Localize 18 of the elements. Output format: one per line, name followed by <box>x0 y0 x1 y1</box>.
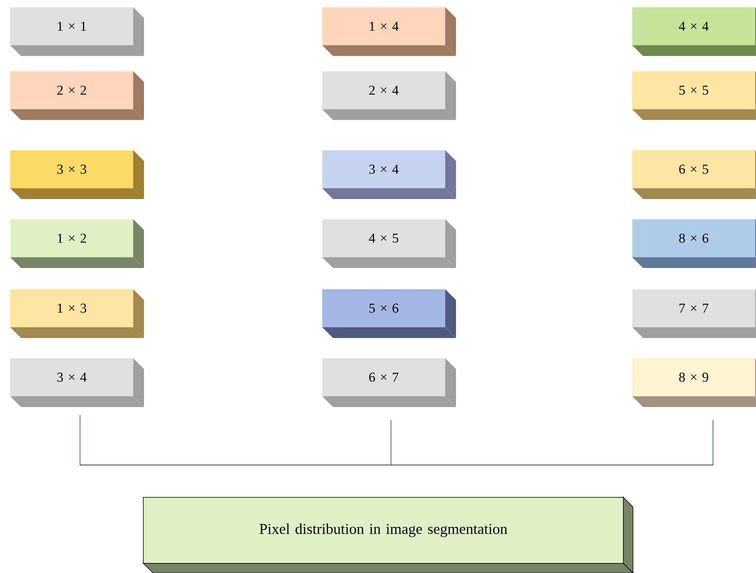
small-block: 3 × 4 <box>322 150 456 199</box>
small-block: 1 × 2 <box>10 219 144 268</box>
small-block: 2 × 2 <box>10 71 144 120</box>
small-block: 3 × 3 <box>10 150 144 199</box>
small-block: 5 × 5 <box>632 71 756 120</box>
small-block: 7 × 7 <box>632 289 756 338</box>
small-block: 8 × 9 <box>632 358 756 407</box>
small-block: 4 × 4 <box>632 7 756 56</box>
small-block: 1 × 4 <box>322 7 456 56</box>
small-block: 6 × 5 <box>632 150 756 199</box>
small-block: 1 × 3 <box>10 289 144 338</box>
small-block: 5 × 6 <box>322 289 456 338</box>
small-block: 1 × 1 <box>10 7 144 56</box>
small-block: 4 × 5 <box>322 219 456 268</box>
small-block: 8 × 6 <box>632 219 756 268</box>
small-block: 6 × 7 <box>322 358 456 407</box>
small-block: 3 × 4 <box>10 358 144 407</box>
small-block: 2 × 4 <box>322 71 456 120</box>
